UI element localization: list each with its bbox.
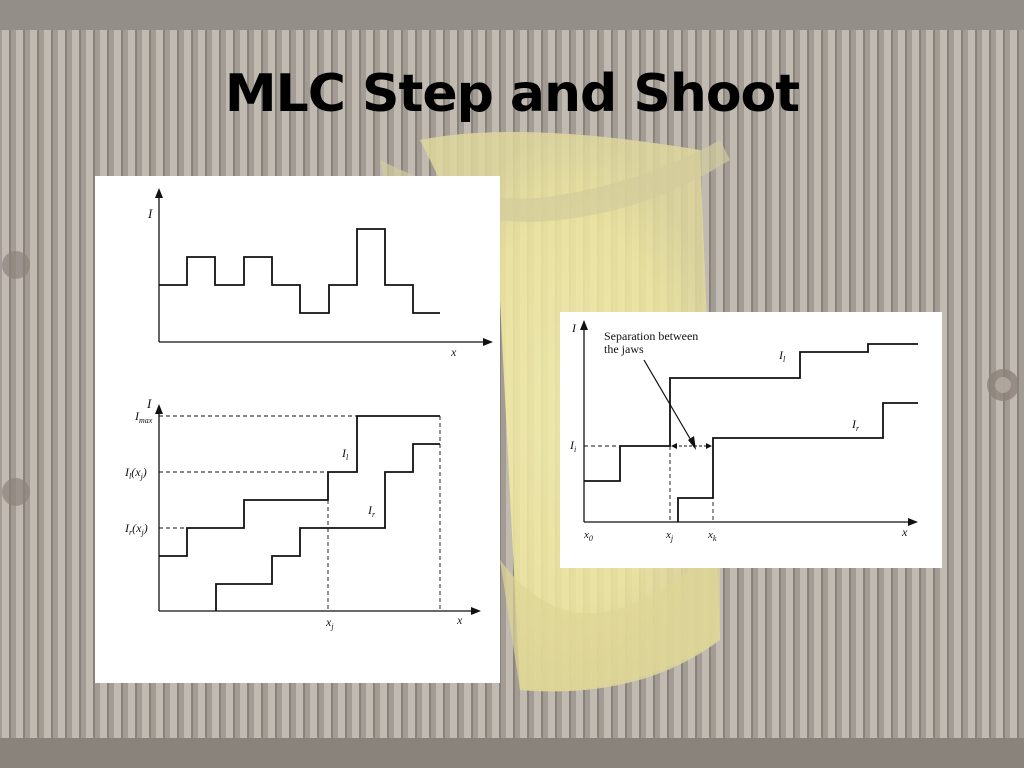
trailing-leaf-curve [215, 443, 440, 611]
y-axis-arrow [155, 404, 163, 414]
x-axis-arrow [483, 338, 493, 346]
x-axis-arrow [471, 607, 481, 615]
y-axis-arrow [580, 320, 588, 330]
ilxj-label: Il(xj) [124, 465, 147, 481]
separation-arrow-right [706, 443, 712, 449]
imax-label: Imax [134, 409, 153, 425]
trailing-jaw-curve [677, 402, 918, 522]
xj-tick-label: xj [665, 529, 674, 543]
step-profile-diagram: I x [147, 188, 493, 359]
ir-curve-label: Ir [367, 503, 376, 519]
il-curve-label: Il [778, 348, 786, 364]
y-axis-label: I [146, 396, 152, 411]
separation-arrow-left [671, 443, 677, 449]
ii-label: Ii [569, 438, 576, 454]
x-axis-label: x [456, 613, 463, 627]
x0-tick-label: x0 [583, 529, 593, 543]
left-diagram-panel: I x I Imax Il(xj) Ir(xj) Il Ir xj [95, 176, 500, 683]
x-axis-label: x [901, 525, 908, 539]
il-curve-label: Il [341, 446, 349, 462]
y-axis-label: I [571, 321, 577, 335]
leading-jaw-curve [584, 343, 918, 482]
irxj-label: Ir(xj) [124, 521, 148, 537]
x-axis-arrow [908, 518, 918, 526]
xj-tick-label: xj [325, 615, 334, 631]
note-pointer [643, 359, 693, 443]
y-axis-label: I [147, 206, 153, 221]
slide-title: MLC Step and Shoot [224, 64, 800, 124]
xk-tick-label: xk [707, 529, 717, 543]
leading-leaf-curve [159, 415, 440, 557]
x-axis-label: x [450, 345, 457, 359]
ir-curve-label: Ir [851, 417, 860, 433]
y-axis-arrow [155, 188, 163, 198]
intensity-profile [159, 228, 440, 314]
leaf-trajectory-diagram: I Imax Il(xj) Ir(xj) Il Ir xj x [124, 396, 481, 631]
note-pointer-arrowhead [688, 436, 696, 450]
